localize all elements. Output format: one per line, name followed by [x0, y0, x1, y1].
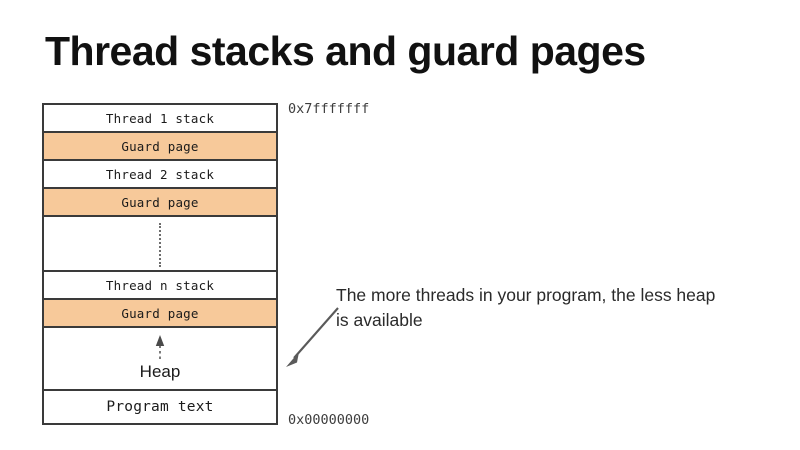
memory-row-guard-page-1: Guard page	[44, 133, 276, 161]
annotation-pointer-arrow-icon	[286, 307, 339, 367]
memory-row-label: Guard page	[121, 194, 199, 210]
memory-layout-diagram: Thread 1 stack Guard page Thread 2 stack…	[42, 103, 278, 425]
heap-growth-arrow-icon	[155, 335, 165, 359]
memory-row-thread-2-stack: Thread 2 stack	[44, 161, 276, 189]
memory-row-heap: Heap	[44, 328, 276, 391]
annotation-text: The more threads in your program, the le…	[336, 285, 716, 330]
memory-row-label: Thread n stack	[105, 277, 215, 293]
memory-row-label: Program text	[106, 399, 214, 415]
memory-row-ellipsis-gap	[44, 217, 276, 272]
memory-row-guard-page-2: Guard page	[44, 189, 276, 217]
top-address-label: 0x7fffffff	[288, 101, 370, 117]
memory-row-program-text: Program text	[44, 391, 276, 423]
bottom-address-label: 0x00000000	[288, 412, 370, 428]
memory-row-label: Guard page	[121, 138, 199, 154]
memory-row-label: Heap	[139, 362, 181, 381]
memory-row-guard-page-n: Guard page	[44, 300, 276, 328]
memory-row-label: Thread 1 stack	[105, 110, 215, 126]
memory-row-thread-n-stack: Thread n stack	[44, 272, 276, 300]
vertical-ellipsis-icon	[159, 223, 161, 267]
memory-row-thread-1-stack: Thread 1 stack	[44, 105, 276, 133]
page-title: Thread stacks and guard pages	[45, 28, 646, 74]
memory-row-label: Guard page	[121, 305, 199, 321]
memory-row-label: Thread 2 stack	[105, 166, 215, 182]
